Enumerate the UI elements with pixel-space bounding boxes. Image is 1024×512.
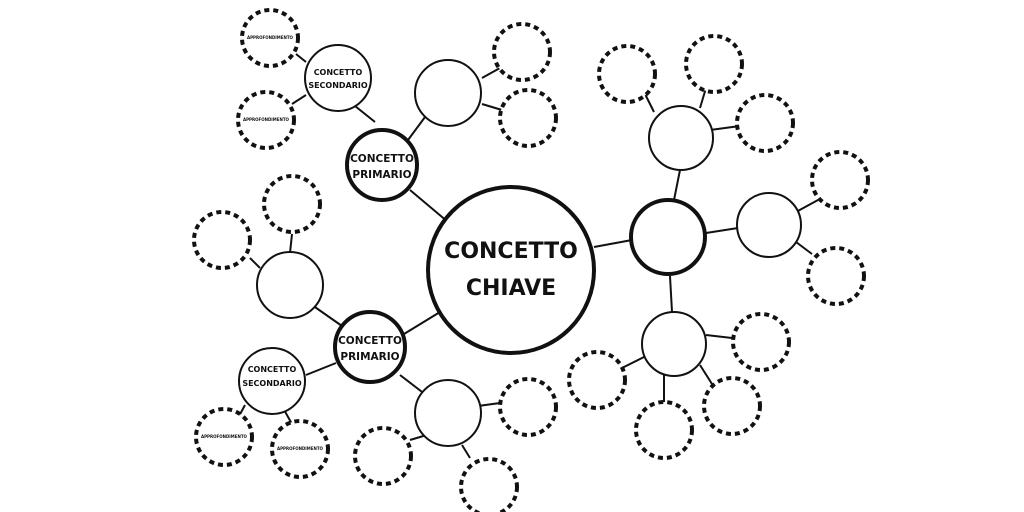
connector <box>461 444 471 459</box>
detail-node <box>194 407 254 467</box>
primary-concept-node-top <box>345 128 419 202</box>
dashed-nodes <box>192 8 870 512</box>
detail-node <box>634 400 694 460</box>
secondary-concept-top-line2: SECONDARIO <box>308 81 368 90</box>
connector <box>699 87 707 109</box>
connector <box>699 364 713 385</box>
connector <box>709 125 741 131</box>
detail-node <box>192 210 252 270</box>
detail-node <box>810 150 870 210</box>
detail-node <box>567 350 627 410</box>
connector <box>403 311 441 335</box>
detail-node <box>702 376 762 436</box>
connector <box>295 53 307 63</box>
detail-node <box>492 22 552 82</box>
detail-node <box>262 174 322 234</box>
primary-concept-top-line2: PRIMARIO <box>352 169 411 181</box>
empty-node <box>648 105 714 171</box>
detail-label: APPROFONDIMENTO <box>201 434 248 439</box>
empty-node <box>414 379 482 447</box>
secondary-concept-bottom-line1: CONCETTO <box>248 365 297 374</box>
detail-node <box>731 312 791 372</box>
secondary-concept-node-bottom <box>238 347 306 415</box>
connector <box>643 91 655 113</box>
connector <box>409 189 449 223</box>
connector <box>481 67 501 79</box>
secondary-concept-bottom-line2: SECONDARIO <box>242 379 302 388</box>
right-hub-node <box>629 198 707 276</box>
key-concept-node <box>426 185 596 355</box>
detail-node <box>353 426 413 486</box>
detail-label: APPROFONDIMENTO <box>277 446 324 451</box>
connector <box>795 199 819 213</box>
key-concept-label-line1: CONCETTO <box>444 239 578 264</box>
connector <box>593 239 633 248</box>
labels: CONCETTO CHIAVE CONCETTO PRIMARIO CONCET… <box>201 35 578 451</box>
connector <box>249 257 261 269</box>
detail-node <box>597 44 657 104</box>
connector <box>289 233 293 254</box>
detail-node <box>735 93 795 153</box>
detail-node <box>498 377 558 437</box>
empty-node <box>256 251 324 319</box>
connector <box>477 402 501 407</box>
key-concept-label-line2: CHIAVE <box>466 276 556 301</box>
secondary-concept-top-line1: CONCETTO <box>314 68 363 77</box>
connector <box>705 227 739 234</box>
connector <box>305 362 337 376</box>
connector <box>795 241 813 255</box>
primary-concept-top-line1: CONCETTO <box>350 153 414 165</box>
primary-concept-bottom-line2: PRIMARIO <box>340 351 399 363</box>
secondary-concept-node-top <box>304 44 372 112</box>
solid-nodes <box>238 44 802 447</box>
detail-node <box>270 419 330 479</box>
detail-node <box>684 34 744 94</box>
connector <box>621 355 647 369</box>
connector <box>481 103 503 111</box>
connector <box>669 275 673 313</box>
detail-node <box>240 8 300 68</box>
detail-node <box>806 246 866 306</box>
primary-concept-node-bottom <box>333 310 407 384</box>
connector <box>311 304 343 327</box>
connector <box>673 169 681 201</box>
detail-label: APPROFONDIMENTO <box>247 35 294 40</box>
empty-node <box>641 311 707 377</box>
detail-node <box>498 88 558 148</box>
primary-concept-bottom-line1: CONCETTO <box>338 335 402 347</box>
connector <box>705 334 733 339</box>
connector <box>291 94 307 105</box>
detail-label: APPROFONDIMENTO <box>243 117 290 122</box>
detail-node <box>459 457 519 512</box>
empty-node <box>736 192 802 258</box>
detail-node <box>236 90 296 150</box>
empty-node <box>414 59 482 127</box>
